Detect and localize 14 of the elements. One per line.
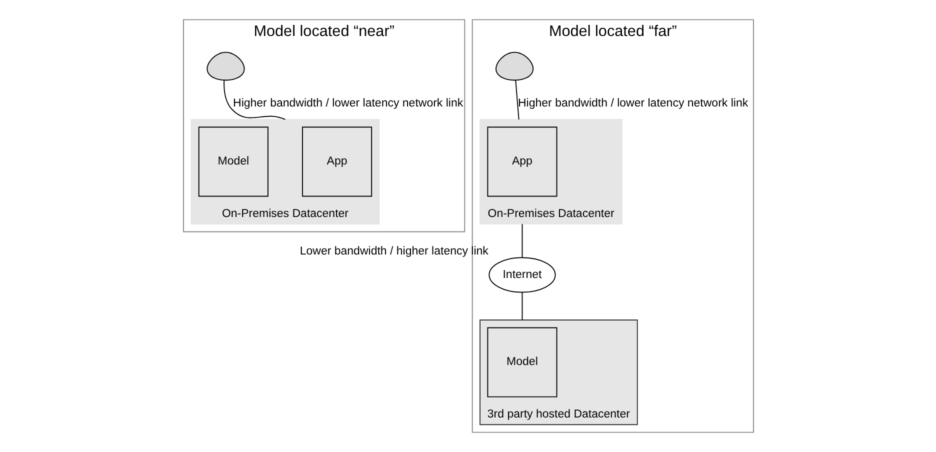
connector <box>521 224 522 258</box>
connector <box>223 80 286 120</box>
edge-label: Higher bandwidth / lower latency network link <box>518 98 748 110</box>
edge-label: Higher bandwidth / lower latency network link <box>232 98 463 110</box>
node-box: Model <box>486 327 557 398</box>
node-person <box>206 52 244 81</box>
node-person <box>495 52 534 81</box>
node-box: Model <box>198 126 268 197</box>
connector <box>521 292 522 321</box>
connector <box>514 80 519 120</box>
node-box: App <box>486 126 557 197</box>
node-label: Lower bandwidth / higher latency link <box>299 245 488 258</box>
node-ellipse: Internet <box>488 257 556 293</box>
node-box: App <box>302 126 372 197</box>
